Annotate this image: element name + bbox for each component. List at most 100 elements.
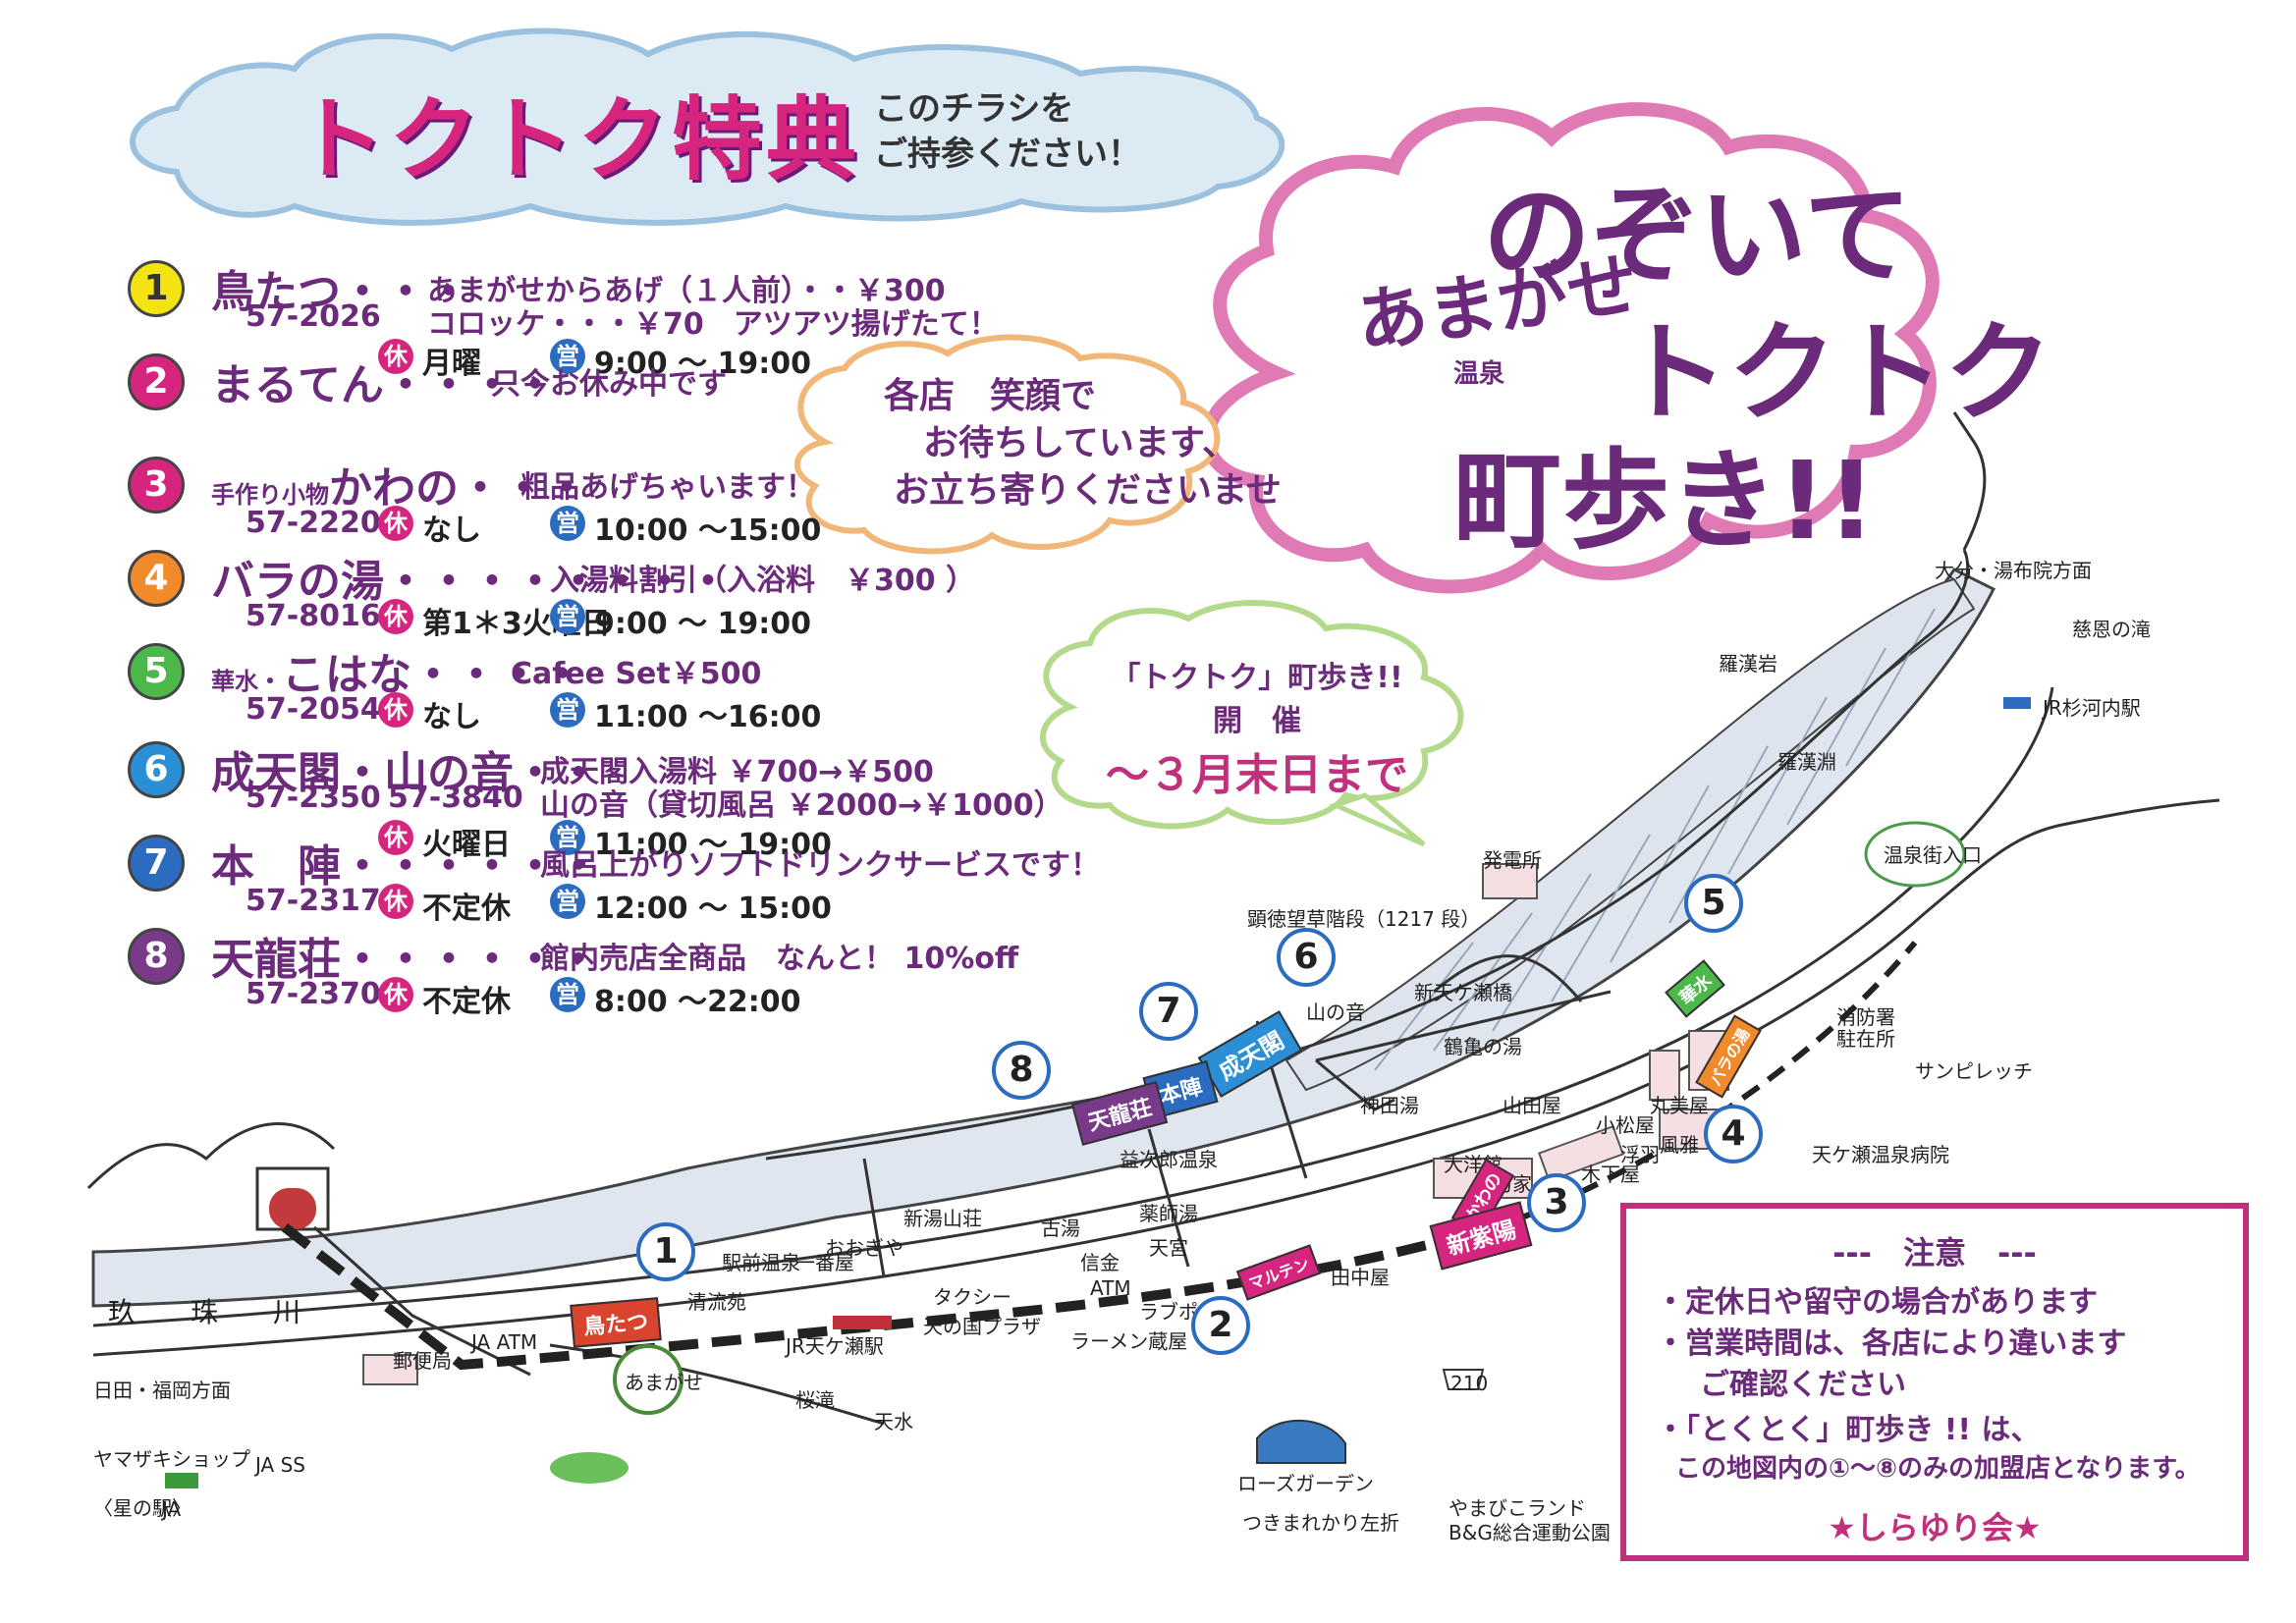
shop-tel: 57-2054 xyxy=(246,692,381,727)
open-hours-badge: 営 xyxy=(550,339,585,374)
shop-offer: 館内売店全商品 なんと！ 10%off xyxy=(540,942,1019,976)
shop-number: 2 xyxy=(128,353,185,410)
shop-offer: 風呂上がりソフトドリンクサービスです！ xyxy=(540,848,1100,883)
shop-number: 8 xyxy=(128,928,185,985)
shop-dots: ・・・・・・ xyxy=(341,935,600,985)
event-text: 「トクトク」町歩き!! 開 催 ～３月末日まで xyxy=(1100,653,1414,802)
map-label-ichibanya: 一番屋 xyxy=(795,1251,854,1274)
shop-offer: あまがせからあげ（１人前）・・￥300 xyxy=(427,274,946,308)
map-label-sunpier: サンピレッチ xyxy=(1915,1059,2033,1083)
map-label-kojiro: 益次郎温泉 xyxy=(1120,1148,1218,1171)
shop-title: こはな xyxy=(282,650,411,700)
shop-name: まるてん・・・・ xyxy=(211,350,557,412)
map-label-marumi: 丸美屋 xyxy=(1650,1094,1709,1117)
map-pin-1[interactable]: 1 xyxy=(636,1222,695,1281)
map-pin-6[interactable]: 6 xyxy=(1277,928,1336,987)
shop-offer-2: コロッケ・・・￥70 アツアツ揚げたて！ xyxy=(427,307,999,342)
map-label-power: 発電所 xyxy=(1483,848,1542,872)
shop-title: 天龍荘 xyxy=(211,935,341,985)
open-hours-badge: 営 xyxy=(550,977,585,1012)
open-hours-badge: 営 xyxy=(550,506,585,541)
notice-sign: ★しらゆり会★ xyxy=(1828,1509,2042,1546)
map-label-station_front: 駅前温泉 xyxy=(722,1251,800,1274)
river xyxy=(91,568,1996,1308)
shop-name: 華水・こはな・・・・ xyxy=(211,639,584,702)
map-label-rose: ローズガーデン xyxy=(1237,1472,1374,1495)
shop-bubble xyxy=(793,334,1221,555)
shop-dots: ・・・ xyxy=(459,463,588,514)
map-label-stairs: 顕徳望草階段（1217 段） xyxy=(1247,907,1481,931)
shop-offer: Cafee Set￥500 xyxy=(511,657,762,691)
open-hours: 10:00 ～15:00 xyxy=(594,514,822,548)
map-label-plaza: 天の国プラザ xyxy=(923,1315,1041,1338)
notice-line2: ・営業時間は、各店により違います xyxy=(1656,1326,2127,1361)
header-subtitle-line1: このチラシを xyxy=(874,89,1074,129)
map-label-hita_fukuoka: 日田・福岡方面 xyxy=(93,1379,231,1402)
notice-box: --- 注意 --- ・定休日や留守の場合があります ・営業時間は、各店により違… xyxy=(1620,1203,2249,1561)
closed-day: 火曜日 xyxy=(422,828,511,862)
closed-day: なし xyxy=(422,514,481,548)
open-hours-badge: 営 xyxy=(550,884,585,919)
main-cloud xyxy=(1200,102,1940,594)
map-label-atm: ATM xyxy=(1090,1276,1131,1300)
event-bubble xyxy=(1039,600,1464,830)
shop-number: 1 xyxy=(128,260,185,317)
shop-offer: 入湯料割引（入浴料 ￥300 ） xyxy=(550,564,976,598)
header-subtitle-line2: ご持参ください！ xyxy=(874,135,1141,174)
shop-title: 本 陣 xyxy=(211,841,341,892)
header-subtitle: このチラシを ご持参ください！ xyxy=(874,86,1141,177)
map-pin-2[interactable]: 2 xyxy=(1191,1296,1250,1355)
shop-number: 6 xyxy=(128,741,185,798)
notice-line3: ご確認ください xyxy=(1700,1368,1906,1402)
map-pin-7[interactable]: 7 xyxy=(1139,982,1198,1041)
shop-title: 鳥たつ xyxy=(211,267,341,317)
open-hours-badge: 営 xyxy=(550,820,585,855)
closed-day: 月曜 xyxy=(422,347,481,381)
shop-offer: 粗品あげちゃいます！ xyxy=(520,470,815,505)
shop-title: かわの xyxy=(329,463,459,514)
open-hours: 12:00 ～ 15:00 xyxy=(594,892,832,926)
map-label-ukiba: 浮羽 xyxy=(1620,1143,1660,1166)
shop-dots: ・・・・ xyxy=(411,650,584,700)
map-pin-3[interactable]: 3 xyxy=(1527,1173,1586,1232)
shop-tel: 57-2317 xyxy=(246,884,381,918)
map-label-post: 郵便局 xyxy=(393,1349,452,1373)
map-label-oita: 大分・湯布院方面 xyxy=(1935,559,2092,582)
map-label-route: 210 xyxy=(1450,1372,1489,1395)
map-label-ja_atm: JA ATM xyxy=(471,1330,538,1354)
shop-offer-2: 山の音（貸切風呂 ￥2000→￥1000） xyxy=(540,788,1064,823)
notice-line5: この地図内の①～⑧のみの加盟店となります。 xyxy=(1675,1454,2201,1484)
map-label-yamabiko: やまびこランド xyxy=(1449,1496,1586,1520)
map-label-waterfall: 慈恩の滝 xyxy=(2072,618,2151,641)
closed-day-badge: 休 xyxy=(378,977,413,1012)
notice-line4: ・「とくとく」町歩き !! は、 xyxy=(1656,1413,2041,1447)
closed-day-badge: 休 xyxy=(378,820,413,855)
map-label-yakushi: 薬師湯 xyxy=(1139,1202,1198,1225)
map-label-yamanooto: 山の音 xyxy=(1306,1001,1365,1024)
map-label-tensui: 天水 xyxy=(874,1410,913,1434)
map-label-bridge: 新天ケ瀬橋 xyxy=(1414,981,1512,1004)
shop-dots: ・・・・・・・・ xyxy=(384,557,730,607)
map-label-bg: B&G総合運動公園 xyxy=(1449,1521,1611,1544)
notice-title: --- 注意 --- xyxy=(1832,1234,2037,1271)
map-pin-4[interactable]: 4 xyxy=(1704,1105,1763,1163)
map-label-oodango: おおぎや xyxy=(825,1236,903,1260)
shop-number: 4 xyxy=(128,550,185,607)
map-label-onsen_entrance: 温泉街入口 xyxy=(1884,843,1982,867)
open-hours: 8:00 ～22:00 xyxy=(594,985,801,1019)
closed-day-badge: 休 xyxy=(378,599,413,634)
flag-toritatsu[interactable]: 鳥たつ xyxy=(570,1297,662,1348)
shop-dots: ・・・ xyxy=(341,267,470,317)
map-pin-5[interactable]: 5 xyxy=(1684,874,1743,933)
shop-name: 成天閣・山の音・・ xyxy=(211,737,600,800)
map-label-kinoshita: 木下屋 xyxy=(1581,1163,1640,1186)
closed-day: 不定休 xyxy=(422,985,511,1019)
shop-name: 天龍荘・・・・・・ xyxy=(211,924,600,987)
map-pin-8[interactable]: 8 xyxy=(992,1041,1051,1100)
shop-offer: 只今お休み中です xyxy=(491,367,727,402)
shop-tel: 57-2220 xyxy=(246,506,381,540)
shop-tel: 57-2350 xyxy=(246,781,381,815)
shop-dots: ・・・・ xyxy=(384,360,557,410)
shop-name: 鳥たつ・・・ xyxy=(211,256,470,319)
